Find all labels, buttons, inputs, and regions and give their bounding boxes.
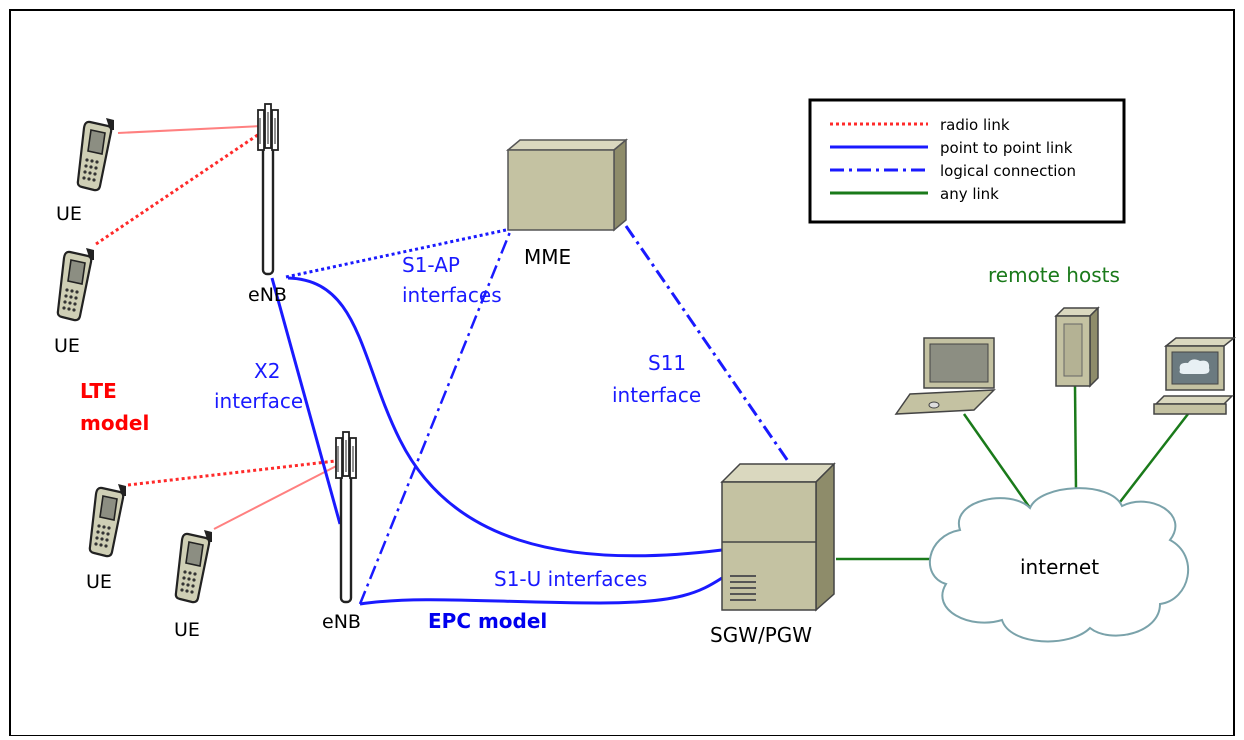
ue-phone-icon	[174, 528, 214, 604]
radio-link	[127, 458, 345, 487]
s11-link	[624, 225, 792, 465]
s1u-link-enb1	[287, 276, 723, 558]
s1ap-label: S1-AP	[402, 253, 460, 277]
radio-link	[95, 126, 269, 246]
s11-label-2: interface	[612, 383, 701, 407]
ue-phone-icon	[56, 246, 96, 322]
any-link	[962, 413, 1032, 509]
enb-label: eNB	[248, 284, 287, 306]
logical-link-enb2-mme	[358, 231, 512, 605]
radio-link	[117, 125, 263, 134]
x2-label: X2	[254, 359, 280, 383]
any-link	[1119, 413, 1189, 503]
x2-label-2: interface	[214, 389, 303, 413]
sgw-pgw-server-icon	[720, 462, 836, 612]
lte-model-label: LTE	[80, 379, 117, 403]
s1u-link-enb2	[359, 576, 723, 606]
s11-label: S11	[648, 351, 686, 375]
s1ap-link	[285, 228, 507, 279]
any-link	[1073, 385, 1078, 491]
lte-model-label-2: model	[80, 411, 149, 435]
legend-label-logical: logical connection	[940, 162, 1076, 180]
remote-hosts-label: remote hosts	[988, 263, 1120, 287]
s1ap-label-2: interfaces	[402, 283, 502, 307]
ue-label: UE	[56, 203, 82, 225]
s1u-label: S1-U interfaces	[494, 567, 647, 591]
mme-label: MME	[524, 245, 571, 269]
ue-label: UE	[86, 571, 112, 593]
epc-model-label: EPC model	[428, 609, 547, 633]
ue-phone-icon	[76, 116, 116, 192]
remote-server-icon	[1054, 306, 1100, 388]
legend-label-radio: radio link	[940, 116, 1010, 134]
ue-label: UE	[54, 335, 80, 357]
legend: radio link point to point link logical c…	[808, 98, 1126, 224]
enb-tower-icon	[256, 102, 280, 276]
internet-cloud-icon	[929, 487, 1189, 643]
sgw-pgw-label: SGW/PGW	[710, 623, 812, 647]
desktop-icon	[1153, 337, 1237, 415]
ue-phone-icon	[88, 482, 128, 558]
mme-box-icon	[505, 138, 629, 232]
x2-link	[270, 277, 342, 525]
legend-label-p2p: point to point link	[940, 139, 1073, 157]
radio-link	[213, 459, 349, 530]
enb-label: eNB	[322, 611, 361, 633]
ue-label: UE	[174, 619, 200, 641]
legend-label-any: any link	[940, 185, 999, 203]
internet-label: internet	[1020, 555, 1099, 579]
laptop-icon	[894, 337, 996, 415]
